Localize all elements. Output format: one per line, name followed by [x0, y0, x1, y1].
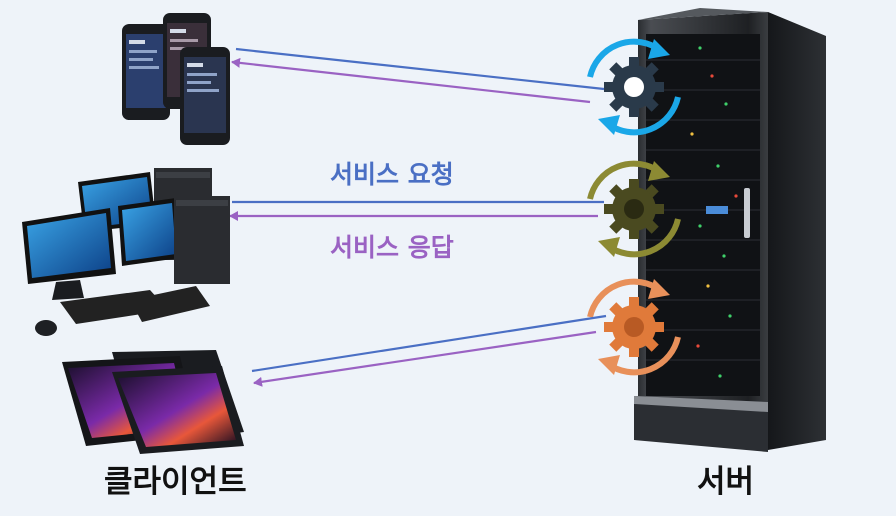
client-label: 클라이언트 [104, 464, 247, 500]
request-line-tablet [251, 314, 607, 373]
response-line-mobile [231, 57, 591, 104]
connection-lines [229, 47, 607, 387]
gear-icon [604, 297, 664, 357]
server-rack-icon [634, 8, 826, 452]
sync-arrows-icon [587, 278, 681, 376]
service-response-label: 서비스 응답 [330, 233, 454, 262]
gear-icon [604, 57, 664, 117]
smartphone-icon [122, 13, 230, 145]
server-status-leds [690, 46, 738, 378]
gear-middle [587, 160, 681, 258]
desktop-computer-icon [22, 168, 230, 336]
service-request-label: 서비스 요청 [330, 160, 454, 189]
gear-bottom [587, 278, 681, 376]
server-label: 서버 [697, 464, 755, 500]
gear-icon [604, 179, 664, 239]
tablet-icon [62, 350, 244, 454]
sync-arrows-icon [587, 160, 681, 258]
sync-arrows-icon [587, 38, 681, 136]
request-line-mobile [235, 47, 605, 91]
gear-top [587, 38, 681, 136]
response-line-tablet [253, 330, 597, 387]
